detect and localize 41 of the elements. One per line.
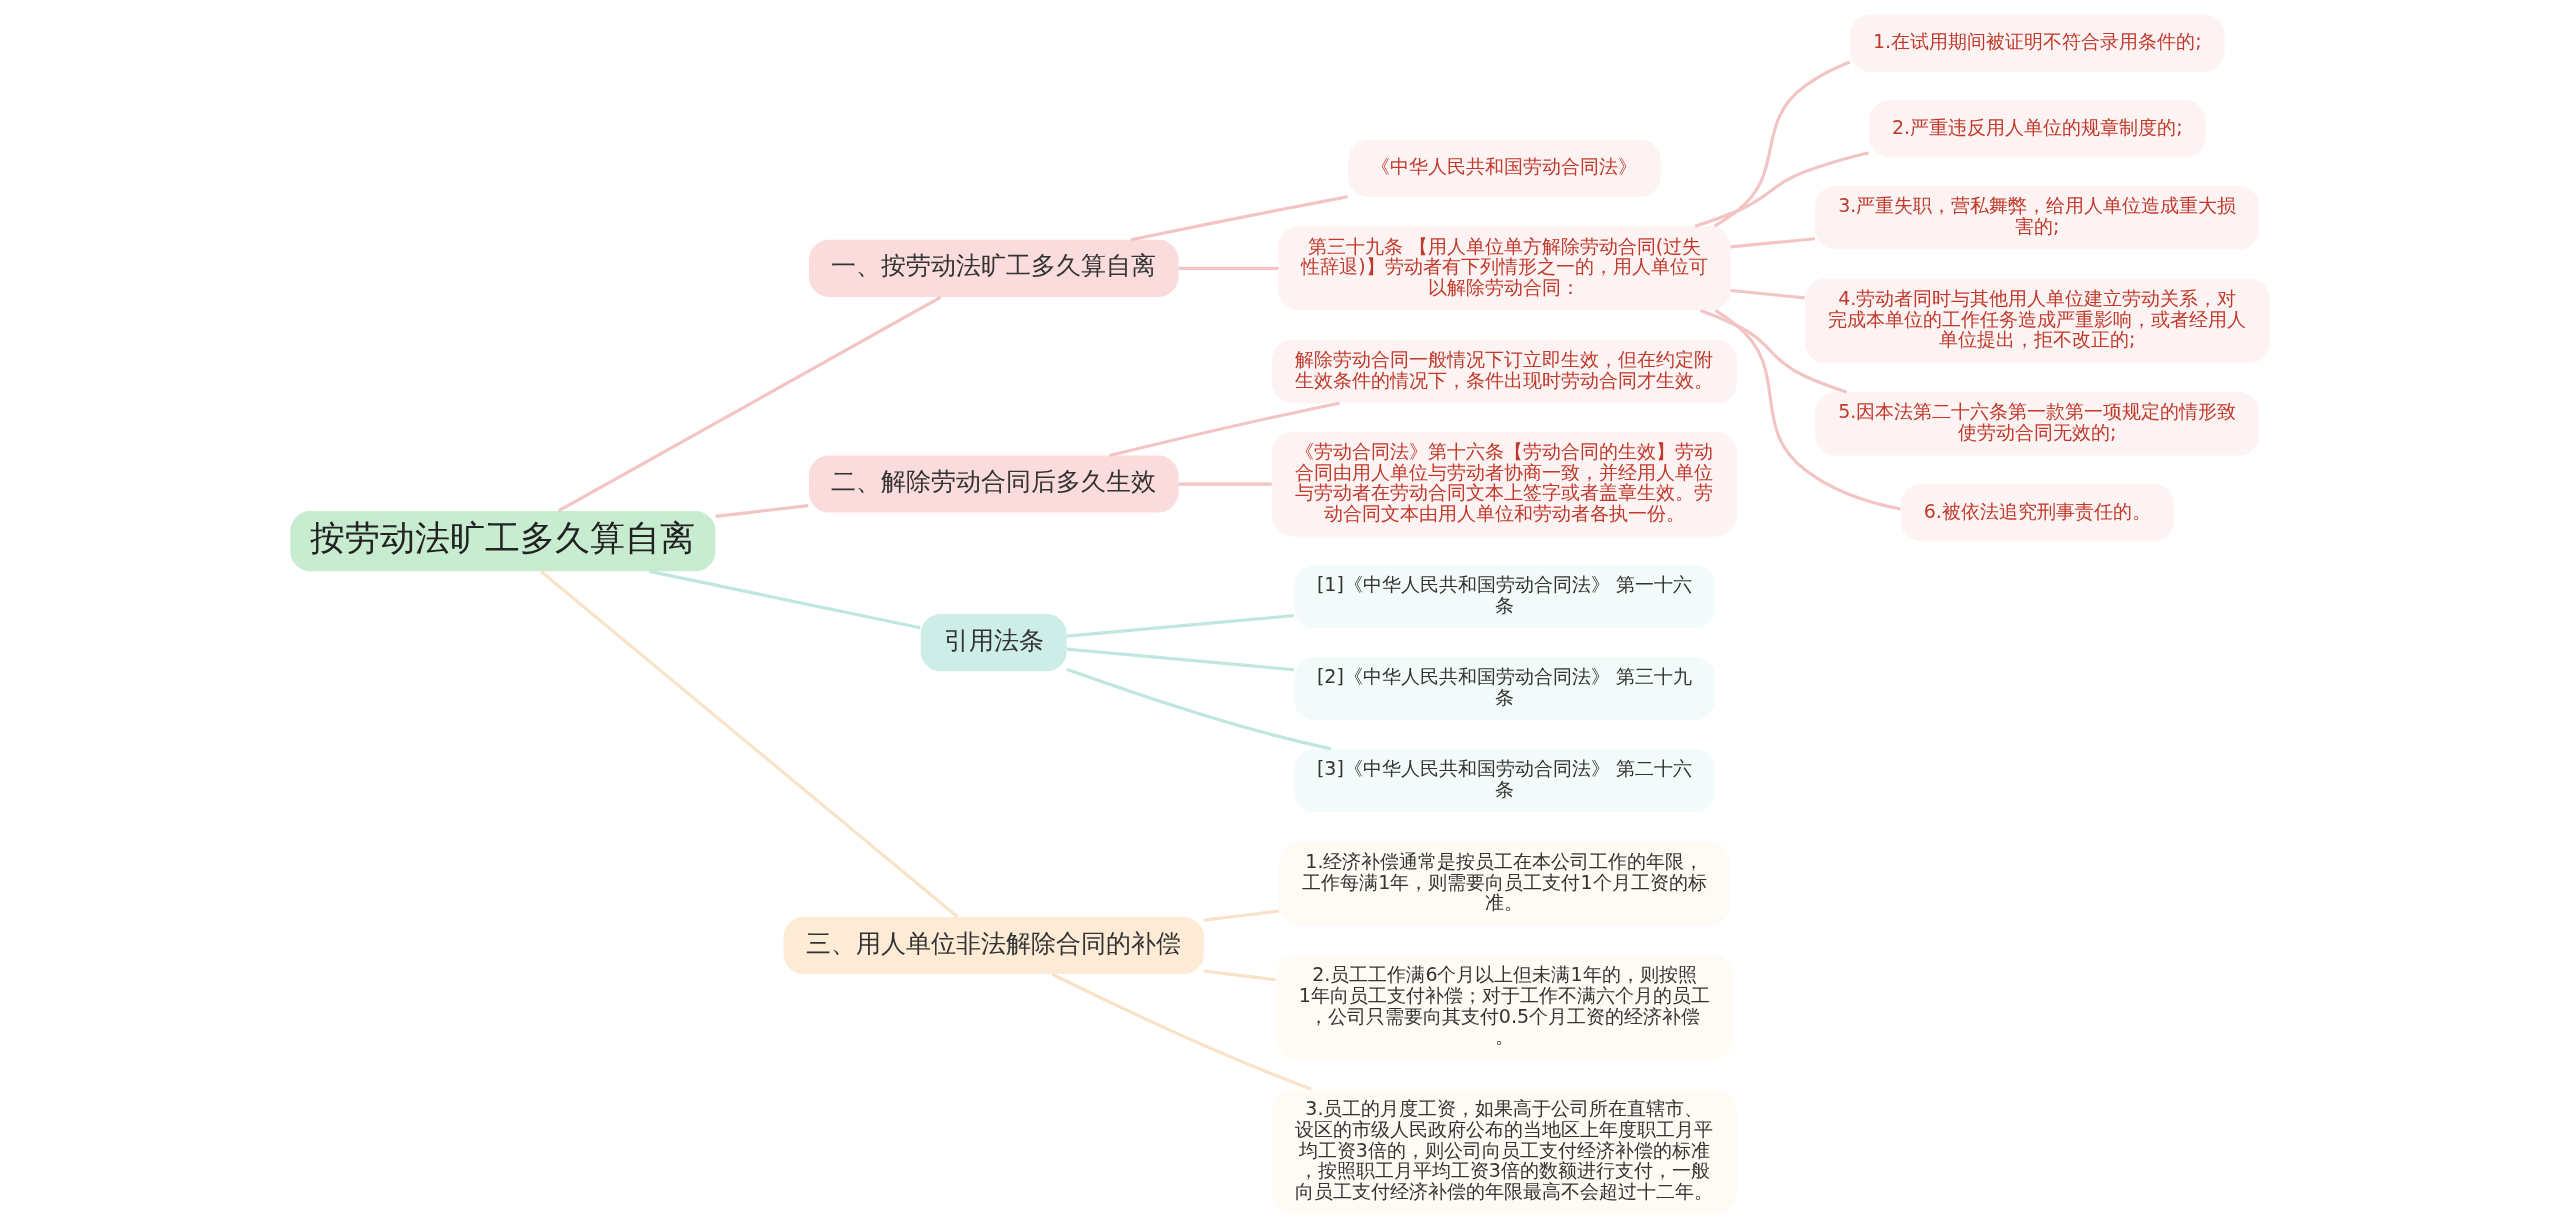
connector bbox=[1066, 614, 1295, 638]
node-box: 第三十九条 【用人单位单方解除劳动合同(过失性辞退)】劳动者有下列情形之一的，用人单位可以解除劳动合同： bbox=[1278, 226, 1731, 311]
connector bbox=[1066, 647, 1295, 672]
connector bbox=[540, 570, 959, 919]
node-box: [1]《中华人民共和国劳动合同法》 第一十六条 bbox=[1294, 564, 1715, 629]
node-box: 2.员工工作满6个月以上但未满1年的，则按照1年向员工支付补偿；对于工作不满六个月的员工，公司只需要向其支付0.5个月工资的经济补偿。 bbox=[1276, 955, 1733, 1060]
connector bbox=[1713, 60, 1851, 228]
node-box: 3.员工的月度工资，如果高于公司所在直辖市、设区的市级人民政府公布的当地区上年度职工月平均工资3倍的，则公司向员工支付经济补偿的标准，按照职工月平均工资3倍的数额进行支付，一般向员工支付经济补偿的年限最高不会超过十二年。 bbox=[1272, 1089, 1737, 1215]
connector bbox=[1051, 972, 1312, 1091]
node-box: 4.劳动者同时与其他用人单位建立劳动关系，对完成本单位的工作任务造成严重影响，或者经用人单位提出，拒不改正的; bbox=[1804, 278, 2270, 363]
connector bbox=[649, 569, 921, 630]
connector bbox=[715, 504, 809, 518]
connector bbox=[1178, 482, 1272, 486]
node-box: 《劳动合同法》第十六条【劳动合同的生效】劳动合同由用人单位与劳动者协商一致，并经用人单位与劳动者在劳动合同文本上签字或者盖章生效。劳动合同文本由用人单位和劳动者各执一份。 bbox=[1272, 431, 1737, 537]
node-box: 6.被依法追究刑事责任的。 bbox=[1900, 484, 2174, 542]
connector bbox=[1730, 288, 1805, 300]
node-box: 二、解除劳动合同后多久生效 bbox=[808, 455, 1179, 513]
connector bbox=[1694, 151, 1870, 228]
node-box: [2]《中华人民共和国劳动合同法》 第三十九条 bbox=[1294, 656, 1715, 721]
node-box: 1.经济补偿通常是按员工在本公司工作的年限，工作每满1年，则需要向员工支付1个月工资的标准。 bbox=[1279, 841, 1730, 926]
node-box: [3]《中华人民共和国劳动合同法》 第二十六条 bbox=[1294, 748, 1715, 813]
connector bbox=[1178, 266, 1279, 270]
connector bbox=[1730, 237, 1816, 249]
node-box: 3.严重失职，营私舞弊，给用人单位造成重大损害的; bbox=[1815, 185, 2260, 250]
node-box: 三、用人单位非法解除合同的补偿 bbox=[783, 917, 1204, 975]
connector bbox=[557, 295, 942, 513]
connector bbox=[1714, 309, 1901, 511]
node-box: 解除劳动合同一般情况下订立即生效，但在约定附生效条件的情况下，条件出现时劳动合同才生效。 bbox=[1272, 339, 1737, 404]
connector bbox=[1203, 969, 1276, 982]
connector bbox=[1130, 195, 1348, 242]
connector bbox=[1109, 401, 1340, 458]
node-box: 引用法条 bbox=[920, 614, 1067, 672]
node-box: 按劳动法旷工多久算自离 bbox=[290, 511, 716, 572]
node-box: 2.严重违反用人单位的规章制度的; bbox=[1869, 100, 2206, 158]
node-box: 一、按劳动法旷工多久算自离 bbox=[808, 239, 1179, 297]
node-box: 1.在试用期间被证明不符合录用条件的; bbox=[1850, 14, 2225, 72]
connector bbox=[1066, 667, 1332, 751]
connector bbox=[1203, 909, 1280, 922]
connector bbox=[1700, 309, 1847, 394]
node-box: 5.因本法第二十六条第一款第一项规定的情形致使劳动合同无效的; bbox=[1815, 392, 2260, 456]
node-box: 《中华人民共和国劳动合同法》 bbox=[1348, 139, 1661, 197]
